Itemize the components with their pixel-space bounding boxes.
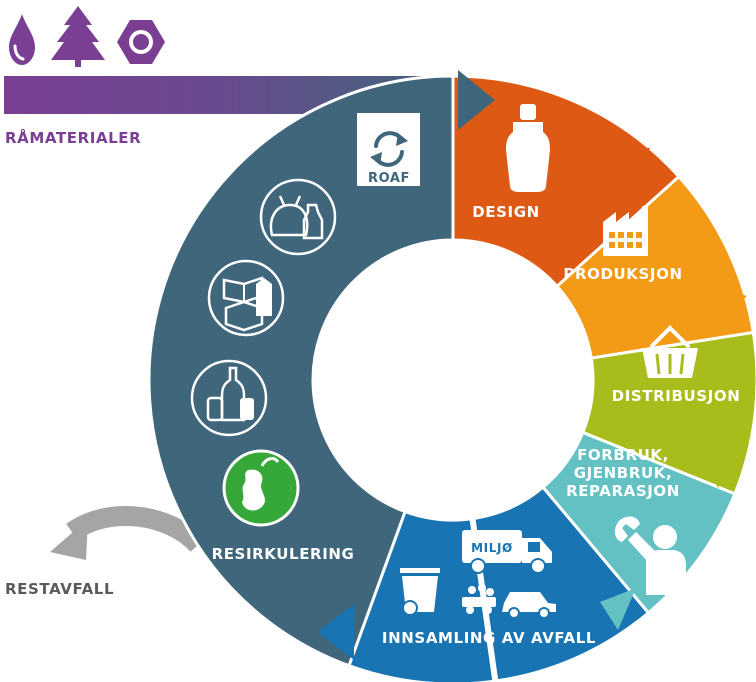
shopping-basket-icon (642, 325, 698, 378)
segment-collection (347, 485, 651, 682)
recycling-arrowhead (318, 604, 354, 660)
cycle-ring (147, 74, 756, 682)
distribution-arrowhead (712, 286, 747, 325)
paper-and-carton-icon (207, 259, 285, 337)
consumption-arrowhead (698, 448, 740, 488)
plastic-bag-and-bottle-icon (259, 178, 337, 256)
garbage-truck-icon: MILJØ (462, 530, 552, 574)
hex-nut-icon (117, 20, 165, 64)
glass-and-metal-icon (190, 359, 268, 437)
production-label: PRODUKSJON (563, 265, 682, 283)
residual-waste-label: RESTAVFALL (5, 580, 114, 598)
factory-icon (603, 206, 648, 256)
consumption-label-line-3: REPARASJON (566, 482, 680, 500)
segment-labels: DESIGN PRODUKSJON DISTRIBUSJON FORBRUK, … (212, 203, 741, 647)
car-with-trailer-icon (462, 584, 556, 619)
food-waste-apple-icon (222, 449, 300, 527)
roaf-label: ROAF (368, 171, 410, 186)
person-with-wrench-icon (614, 516, 686, 595)
production-arrowhead (616, 148, 650, 188)
bottle-icon (506, 104, 550, 192)
consumption-label-line-1: FORBRUK, (577, 446, 669, 464)
raw-materials-label: RÅMATERIALER (5, 128, 141, 147)
segment-design (451, 74, 682, 289)
design-label: DESIGN (472, 203, 540, 221)
water-drop-icon (9, 14, 35, 65)
wheelie-bin-icon (400, 568, 440, 616)
distribution-label: DISTRIBUSJON (612, 387, 741, 405)
consumption-label-line-2: GJENBRUK, (574, 464, 673, 482)
design-arrowhead (458, 70, 495, 130)
truck-label: MILJØ (471, 541, 513, 555)
roaf-badge: ROAF (357, 113, 420, 186)
recycling-label: RESIRKULERING (212, 545, 355, 563)
pine-tree-icon (51, 6, 105, 67)
segment-arrowheads (318, 70, 747, 660)
collection-label: INNSAMLING AV AVFALL (382, 629, 596, 647)
collection-arrowhead (600, 588, 636, 630)
recycling-category-circles (190, 178, 337, 527)
residual-waste-arrow (50, 506, 206, 560)
